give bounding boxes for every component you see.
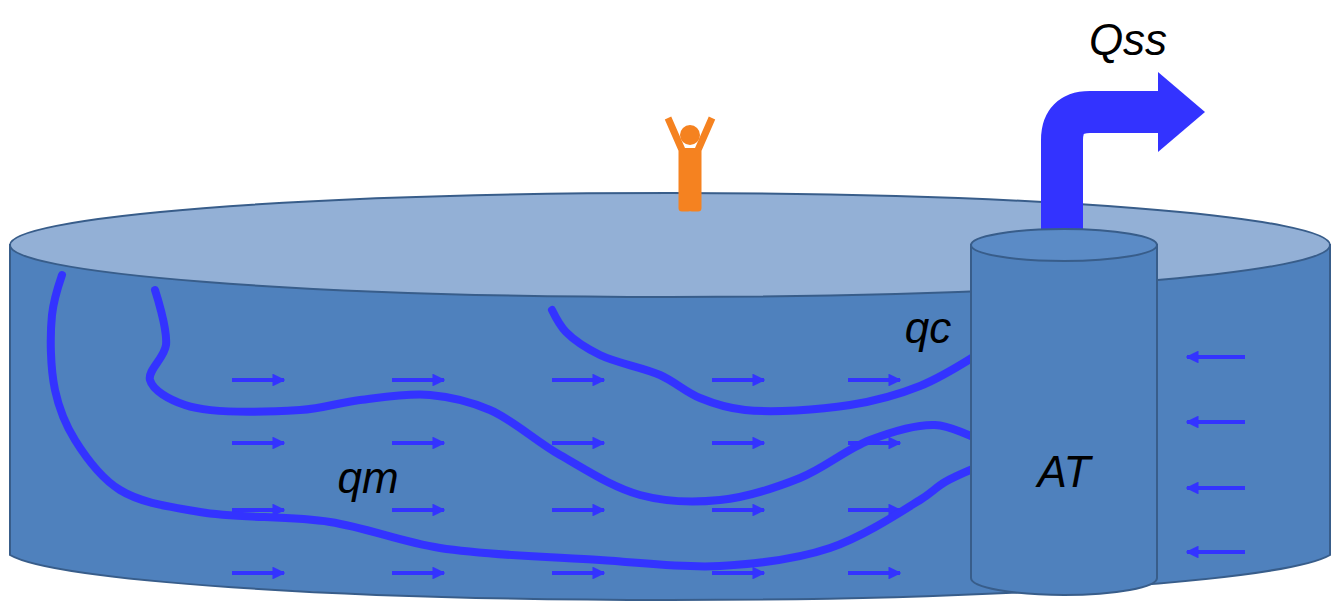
flow-arrow	[712, 508, 764, 512]
aquifer-body	[10, 245, 1330, 600]
flow-arrow	[848, 378, 900, 382]
fracture-line	[150, 290, 975, 501]
fracture-lines	[51, 275, 975, 567]
matrix-flow-label: qm	[337, 454, 398, 502]
well-body	[971, 245, 1157, 595]
flow-arrow	[232, 378, 284, 382]
flow-arrow	[392, 378, 444, 382]
flow-arrow	[232, 441, 284, 445]
flow-arrow	[232, 571, 284, 575]
flow-arrow	[712, 441, 764, 445]
flow-arrow	[1187, 355, 1245, 359]
flow-arrow	[392, 571, 444, 575]
flow-arrow	[552, 571, 604, 575]
fracture-line	[51, 275, 975, 567]
flow-arrow	[552, 508, 604, 512]
well-cylinder: AT	[970, 228, 1158, 596]
flow-arrow	[712, 378, 764, 382]
flow-arrow	[552, 441, 604, 445]
flow-arrow	[1187, 550, 1245, 554]
flow-arrow	[848, 508, 900, 512]
well-top	[971, 229, 1157, 261]
flow-arrow	[392, 508, 444, 512]
flow-arrow	[1187, 420, 1245, 424]
flow-arrow	[392, 441, 444, 445]
well-outline	[970, 228, 1158, 596]
flow-arrow	[552, 378, 604, 382]
discharge-label: Qss	[1089, 16, 1167, 64]
flow-arrow	[848, 571, 900, 575]
flow-arrow	[712, 571, 764, 575]
flow-arrow	[232, 508, 284, 512]
pumping-arrow-head	[1158, 72, 1205, 152]
well-area-label: AT	[970, 448, 1158, 496]
flow-arrow	[1187, 486, 1245, 490]
fracture-flow-label: qc	[905, 304, 951, 352]
person-icon	[668, 118, 712, 208]
